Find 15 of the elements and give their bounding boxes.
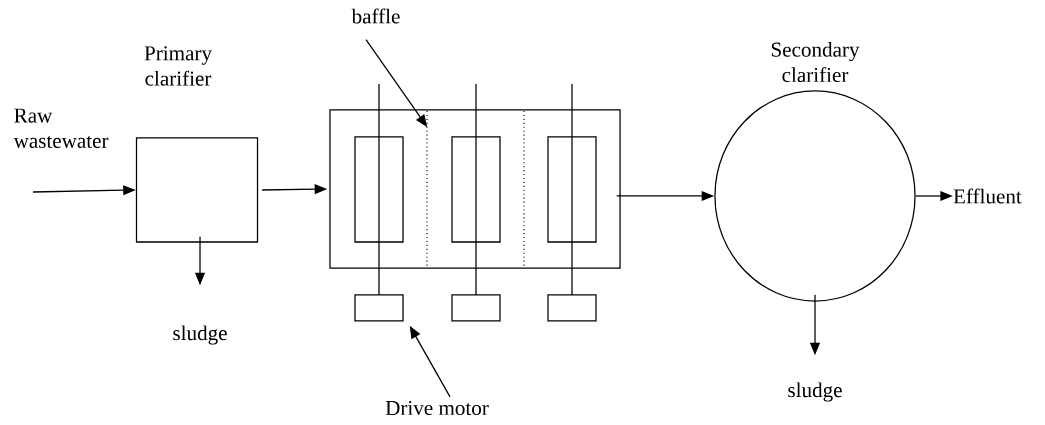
paddle bbox=[354, 136, 404, 243]
reactor-tank bbox=[329, 109, 621, 269]
part-label: Drive motor bbox=[385, 400, 489, 416]
stream-label: sludge bbox=[173, 325, 227, 345]
tank-label: Primary clarifier bbox=[144, 46, 212, 86]
drive-motor bbox=[354, 294, 404, 322]
drive-motor bbox=[451, 294, 501, 322]
stream-label: sludge bbox=[788, 382, 842, 402]
stream-label: Effluent bbox=[953, 188, 1022, 204]
stream-label: Raw wastewater bbox=[13, 108, 109, 148]
paddle bbox=[451, 136, 501, 243]
tank-label: Secondary clarifier bbox=[771, 41, 860, 83]
paddle bbox=[547, 136, 597, 243]
drive-motor bbox=[547, 294, 597, 322]
part-label: baffle bbox=[351, 8, 400, 24]
